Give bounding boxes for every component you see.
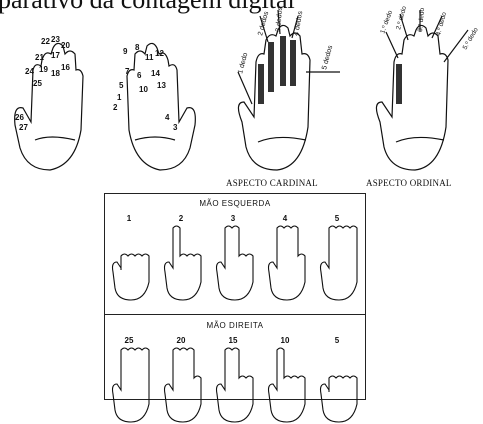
right-hand-hand-drawing [315,344,361,424]
left-hand-phalanx-number: 26 [15,113,24,122]
left-hand-phalanx-number: 24 [25,67,34,76]
right-hand-phalanx-number: 5 [119,81,124,90]
left-hand-phalanx-number: 20 [61,41,70,50]
ordinal-label-5: 5.º dedo [462,26,480,51]
ordinal-label-4: 4.º dedo [435,11,448,36]
cardinal-label-5: 5 dedos [321,44,334,70]
right-hand-phalanx-number: 8 [135,43,140,52]
left-hand-hand-drawing [159,222,205,302]
left-hand-phalanx-number: 18 [51,69,60,78]
phalanx-count-hands-figure: 222320211917242518162726 981112765101413… [5,30,205,180]
right-hand-hand-drawing [107,344,153,424]
right-hand-phalanx-number: 1 [117,93,122,102]
left-hand-hand-drawing [107,222,153,302]
left-hand-phalanx-number: 23 [51,35,60,44]
left-hand-phalanx-number: 22 [41,37,50,46]
left-hand-hand-drawing [315,222,361,302]
right-hand-phalanx-number: 14 [151,69,160,78]
right-hand-phalanx-number: 11 [145,53,154,62]
ordinal-label-2: 2.º dedo [395,5,408,30]
left-hand-hand-drawing [211,222,257,302]
left-hand-phalanx-number: 19 [39,65,48,74]
ordinal-label-3: 3.º dedo [417,7,426,32]
right-hand-phalanx-number: 3 [173,123,178,132]
left-hand-phalanx-number: 25 [33,79,42,88]
right-hand-phalanx-number: 12 [155,49,164,58]
right-hand-title: MÃO DIREITA [105,321,365,330]
right-hand-hand-drawing [211,344,257,424]
cardinal-label-2: 2 dedos [257,10,270,36]
right-hand-phalanx-number: 7 [125,67,130,76]
left-hand-phalanx-number: 27 [19,123,28,132]
right-hand-phalanx-number: 6 [137,71,142,80]
right-hand-hand-drawing [159,344,205,424]
left-hand-title: MÃO ESQUERDA [105,199,365,208]
hand-counting-panel: MÃO ESQUERDA 12345 MÃO DIREITA 252015105 [104,193,366,400]
ordinal-hand-figure: 1.º dedo 2.º dedo 3.º dedo 4.º dedo 5.º … [368,2,483,174]
cardinal-label-4: 4 dedos [293,10,304,36]
right-hand-phalanx-number: 13 [157,81,166,90]
cardinal-label-1: 1 dedo [237,52,249,75]
right-hand-phalanx-number: 4 [165,113,170,122]
ordinal-caption: ASPECTO ORDINAL [366,178,452,188]
left-hand-phalanx-number: 16 [61,63,70,72]
panel-divider [105,314,365,315]
right-hand-phalanx-number: 9 [123,47,128,56]
right-hand-phalanx-number: 10 [139,85,148,94]
left-hand-phalanx-number: 17 [51,51,60,60]
cardinal-hand-figure: 1 dedo 2 dedos 3 dedos 4 dedos 5 dedos [222,2,352,174]
right-hand-hand-drawing [263,344,309,424]
cardinal-label-3: 3 dedos [275,6,284,32]
left-hand-hand-drawing [263,222,309,302]
right-hand-phalanx-number: 2 [113,103,118,112]
left-hand-phalanx-number: 21 [35,53,44,62]
ordinal-label-1: 1.º dedo [379,9,394,34]
cardinal-caption: ASPECTO CARDINAL [226,178,318,188]
